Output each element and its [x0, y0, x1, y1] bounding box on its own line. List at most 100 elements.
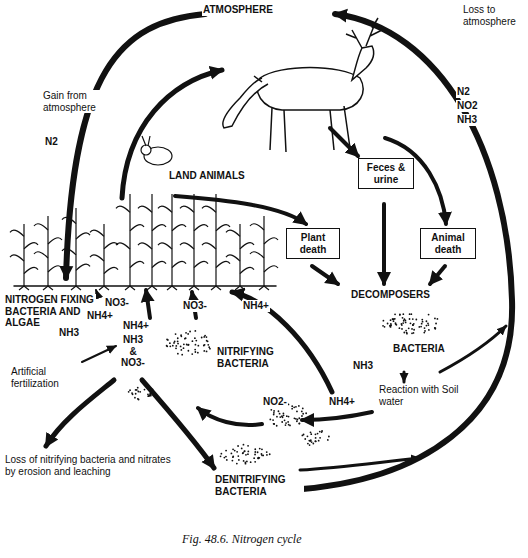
bacteria-dot: [166, 338, 168, 340]
bacteria-dot: [285, 422, 287, 424]
bacteria-dot: [399, 313, 401, 315]
bacteria-dot: [129, 389, 131, 391]
bacteria-dot: [203, 336, 205, 338]
bacteria-dot: [189, 331, 191, 333]
bacteria-dot: [296, 420, 298, 422]
bacteria-dot: [261, 448, 263, 450]
bacteria-dot: [175, 333, 177, 335]
diagram-label: NO3-: [105, 297, 129, 308]
bacteria-dot: [413, 332, 415, 334]
bacteria-dot: [273, 412, 275, 414]
bacteria-dot: [177, 337, 179, 339]
bacteria-dot: [406, 333, 408, 335]
bacteria-dot: [405, 330, 407, 332]
bacteria-dot: [137, 398, 139, 400]
bacteria-dot: [291, 408, 293, 410]
bacteria-dot: [394, 318, 396, 320]
bacteria-dot: [298, 417, 300, 419]
bacteria-to-atmosphere-arrow: [440, 326, 506, 372]
plant: [250, 216, 278, 290]
bacteria-dot: [294, 417, 296, 419]
bacteria-dot: [242, 452, 244, 454]
bacteria-dot: [180, 346, 182, 348]
bacteria-dot: [392, 318, 394, 320]
bacteria-dot: [152, 388, 154, 390]
bacteria-dot: [135, 393, 137, 395]
bacteria-dot: [295, 406, 297, 408]
bacteria-dot: [269, 419, 271, 421]
bacteria-dot: [139, 391, 141, 393]
bacteria-dot: [137, 391, 139, 393]
bacteria-dot: [315, 437, 317, 439]
bacteria-dot: [382, 320, 384, 322]
bacteria-dot: [282, 413, 284, 415]
bacteria-dot: [319, 431, 321, 433]
bacteria-dot: [281, 421, 283, 423]
bacteria-dot: [413, 329, 415, 331]
bacteria-dot: [318, 440, 320, 442]
diagram-label: DECOMPOSERS: [351, 289, 430, 300]
bacteria-dot: [273, 414, 275, 416]
bacteria-dot: [409, 313, 411, 315]
bacteria-dot: [287, 421, 289, 423]
bacteria-dot: [402, 317, 404, 319]
bacteria-dot: [319, 437, 321, 439]
bacteria-dot: [288, 424, 290, 426]
bacteria-dot: [301, 415, 303, 417]
diagram-label: Gain from atmosphere: [43, 90, 96, 113]
bacteria-dot: [175, 347, 177, 349]
bacteria-dot: [236, 451, 238, 453]
bacteria-dot: [307, 443, 309, 445]
bacteria-dot: [187, 350, 189, 352]
bacteria-dot: [134, 397, 136, 399]
bacteria-dot: [186, 344, 188, 346]
bacteria-dot: [206, 351, 208, 353]
deer-illustration: [223, 18, 382, 152]
bacteria-dot: [395, 324, 397, 326]
bacteria-dot: [254, 461, 256, 463]
bacteria-dot: [304, 438, 306, 440]
bacteria-dot: [223, 457, 225, 459]
bacteria-dot: [286, 415, 288, 417]
bacteria-dot: [194, 351, 196, 353]
bacteria-dot: [195, 340, 197, 342]
bacteria-arrow: [403, 372, 406, 382]
diagram-label: NH3: [59, 327, 79, 338]
bacteria-dot: [259, 448, 261, 450]
bacteria-dot: [194, 330, 196, 332]
plant-death-arrow: [312, 266, 338, 284]
bacteria-dot: [273, 410, 275, 412]
bacteria-dot: [279, 416, 281, 418]
bacteria-dot: [188, 344, 190, 346]
bacteria-dot: [175, 345, 177, 347]
bacteria-dot: [243, 451, 245, 453]
bacteria-dot: [424, 327, 426, 329]
diagram-label: NITRIFYING BACTERIA: [217, 346, 274, 369]
diagram-label: LAND ANIMALS: [169, 170, 245, 181]
deer-to-feces-arrow: [330, 128, 358, 156]
bacteria-dot: [203, 350, 205, 352]
bacteria-dot: [247, 445, 249, 447]
bacteria-dot: [403, 332, 405, 334]
bacteria-dot: [418, 326, 420, 328]
bacteria-dot: [254, 451, 256, 453]
bacteria-dot: [293, 406, 295, 408]
bacteria-dot: [232, 456, 234, 458]
bacteria-dot: [166, 345, 168, 347]
plant: [226, 224, 254, 290]
bacteria-dot: [413, 323, 415, 325]
bacteria-dot: [225, 456, 227, 458]
bacteria-dot: [428, 314, 430, 316]
diagram-label: Loss to atmosphere: [463, 4, 516, 27]
bacteria-dot: [244, 462, 246, 464]
bacteria-dot: [401, 328, 403, 330]
bacteria-dot: [209, 348, 211, 350]
plant: [158, 194, 186, 290]
box-text: Animal death: [425, 232, 471, 255]
bacteria-dot: [273, 423, 275, 425]
bacteria-dot: [422, 321, 424, 323]
bacteria-dot: [250, 461, 252, 463]
bacteria-dot: [150, 395, 152, 397]
bacteria-dot: [278, 410, 280, 412]
bacteria-dot: [172, 345, 174, 347]
